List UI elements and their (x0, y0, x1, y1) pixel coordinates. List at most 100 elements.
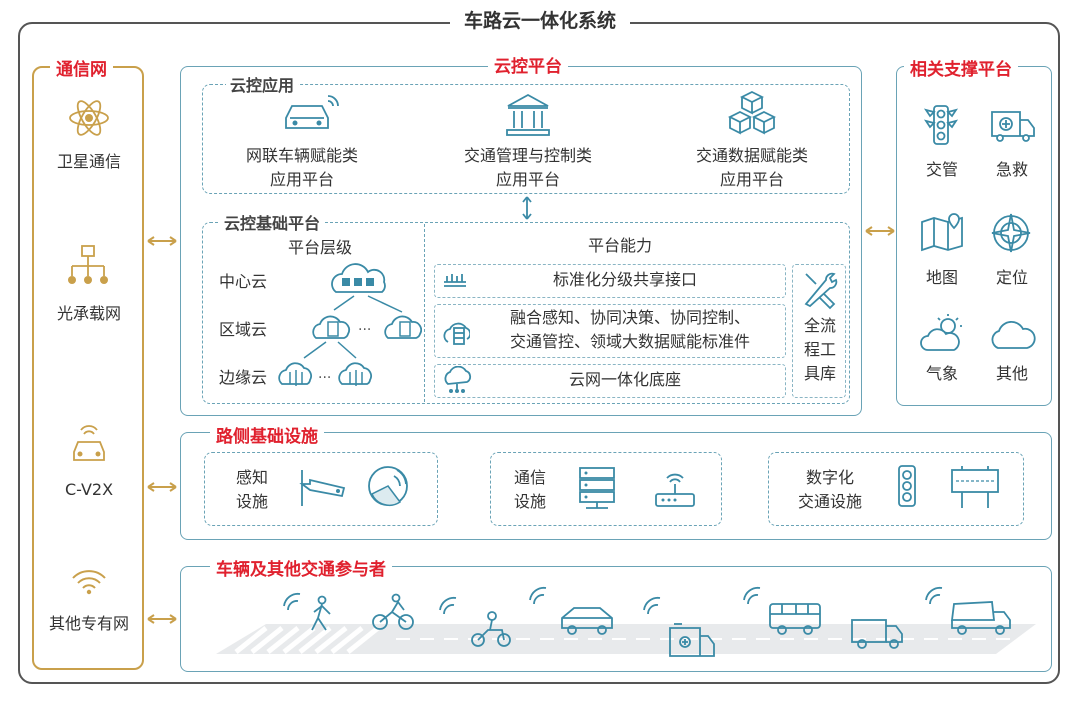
app-label: 交通管理与控制类 (463, 146, 592, 165)
billboard-icon (948, 464, 1002, 510)
roadside-group (490, 452, 722, 526)
crosswalk (234, 626, 380, 654)
ambulance-icon (988, 104, 1038, 144)
cloud-platform-title: 云控平台 (488, 52, 568, 77)
dump-truck-icon (950, 601, 1011, 635)
regional-cloud-icon (312, 315, 351, 339)
traffic-scene (216, 586, 1036, 657)
comm-item-label: 卫星通信 (56, 152, 121, 171)
edge-cloud-icon (278, 362, 312, 386)
ability-label: 标准化分级共享接口 (552, 270, 697, 289)
link-arrow (147, 614, 177, 624)
app-label: 应用平台 (719, 170, 784, 189)
ellipsis-text: ··· (358, 322, 371, 338)
truck-icon (851, 619, 903, 649)
cloud-base-box (202, 222, 850, 404)
compass-icon (990, 212, 1032, 254)
car-icon (561, 607, 613, 635)
tools-icon (800, 270, 838, 310)
interface-icon (442, 270, 468, 290)
level-label: 边缘云 (218, 368, 267, 387)
ambulance-icon (669, 623, 715, 657)
roadside-title: 路侧基础设施 (210, 422, 324, 447)
roadside-label: 交通设施 (797, 492, 862, 511)
support-label: 气象 (925, 364, 958, 383)
motorcycle-icon (471, 611, 511, 647)
roadside-group (204, 452, 438, 526)
abilities-title: 平台能力 (587, 236, 652, 255)
roadside-label: 感知 (235, 468, 268, 487)
ability-box (434, 304, 786, 358)
roadside-label: 设施 (235, 492, 268, 511)
support-label: 其他 (995, 364, 1028, 383)
vehicles-panel (180, 566, 1052, 672)
cloud-network-icon (442, 366, 472, 394)
satellite-icon (68, 96, 110, 140)
data-cubes-icon (726, 88, 778, 138)
support-label: 定位 (995, 268, 1028, 287)
link-arrow (147, 482, 177, 492)
router-icon (652, 466, 698, 512)
vehicles-title: 车辆及其他交通参与者 (210, 555, 392, 580)
cloud-hierarchy-diagram: ··· ··· (278, 263, 422, 386)
roadside-label: 设施 (513, 492, 546, 511)
comm-item-label: 光承载网 (56, 304, 121, 323)
ability-box (434, 364, 786, 398)
level-label: 区域云 (218, 320, 267, 339)
toolkit-label: 程工 (803, 340, 836, 359)
radar-icon (364, 462, 412, 510)
bus-icon (769, 603, 821, 635)
ability-label: 融合感知、协同决策、协同控制、 (509, 308, 750, 327)
support-title: 相关支撑平台 (904, 55, 1018, 80)
camera-icon (298, 466, 350, 510)
pedestrian-icon (311, 595, 331, 631)
wifi-icon (70, 566, 108, 596)
roadside-label: 数字化 (805, 468, 854, 487)
comm-net-title: 通信网 (50, 55, 113, 80)
main-title: 车路云一体化系统 (0, 6, 1080, 33)
support-label: 急救 (995, 160, 1028, 179)
cloud-database-icon (442, 314, 470, 346)
toolkit-box (792, 264, 846, 398)
connected-car-icon (280, 92, 344, 136)
link-arrow (865, 226, 895, 236)
toolkit-label: 全流 (803, 316, 836, 335)
roadside-panel (180, 432, 1052, 540)
traffic-light-icon (888, 462, 926, 510)
support-label: 交管 (925, 160, 958, 179)
server-icon (576, 464, 618, 512)
signal-icon (283, 586, 943, 615)
roadside-group (768, 452, 1024, 526)
app-label: 交通数据赋能类 (695, 146, 808, 165)
cloud-apps-box (202, 84, 850, 194)
app-label: 网联车辆赋能类 (245, 146, 358, 165)
comm-item-label: C-V2X (64, 480, 114, 499)
cloud-base-title: 云控基础平台 (220, 210, 325, 234)
map-icon (920, 212, 964, 252)
support-label: 地图 (925, 268, 958, 287)
traffic-light-icon (922, 104, 960, 146)
cyclist-icon (372, 593, 414, 630)
ability-label: 交通管控、领域大数据赋能标准件 (509, 332, 750, 351)
car-wifi-icon (68, 420, 110, 466)
divider (424, 224, 425, 402)
ability-box (434, 264, 786, 298)
link-arrow (147, 236, 177, 246)
app-label: 应用平台 (495, 170, 560, 189)
link-arrow (522, 196, 532, 220)
weather-icon (920, 312, 966, 354)
toolkit-label: 具库 (803, 364, 836, 383)
optical-network-icon (66, 244, 110, 290)
levels-title: 平台层级 (287, 238, 352, 257)
government-building-icon (504, 92, 552, 138)
regional-cloud-icon (384, 315, 422, 339)
ability-label: 云网一体化底座 (568, 370, 681, 389)
cloud-apps-title: 云控应用 (226, 72, 299, 96)
ellipsis-text: ··· (318, 370, 331, 386)
app-label: 应用平台 (269, 170, 334, 189)
comm-item-label: 其他专有网 (48, 614, 129, 633)
cloud-icon (988, 318, 1036, 352)
edge-cloud-icon (338, 362, 372, 386)
center-cloud-icon (331, 263, 386, 293)
level-label: 中心云 (218, 272, 267, 291)
